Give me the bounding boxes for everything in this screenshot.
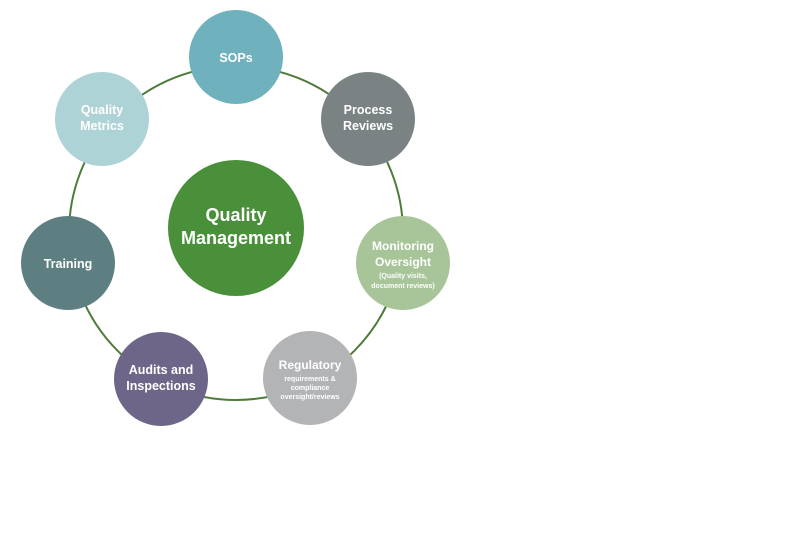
center-node: Quality Management [168, 160, 304, 296]
node-quality-metrics-label-line-2: Metrics [80, 119, 124, 133]
node-process-reviews-circle [321, 72, 415, 166]
node-process-reviews-label-line-1: Process [344, 103, 393, 117]
node-sops: SOPs [189, 10, 283, 104]
node-monitoring-oversight-label-line-2: Oversight [375, 255, 431, 269]
node-training: Training [21, 216, 115, 310]
node-process-reviews-label-line-2: Reviews [343, 119, 393, 133]
node-regulatory-label: Regulatory [279, 358, 342, 372]
node-regulatory-sub-line-2: compliance [291, 385, 330, 392]
node-quality-metrics: Quality Metrics [55, 72, 149, 166]
node-regulatory-sub-line-1: requirements & [284, 376, 335, 383]
node-quality-metrics-circle [55, 72, 149, 166]
node-training-circle [21, 216, 115, 310]
center-circle [168, 160, 304, 296]
node-sops-label: SOPs [219, 51, 252, 65]
node-audits-inspections-label-line-2: Inspections [126, 379, 196, 393]
node-audits-inspections-circle [114, 332, 208, 426]
node-sops-circle [189, 10, 283, 104]
node-monitoring-oversight-sub-line-1: (Quality visits, [379, 273, 427, 280]
center-label-line-1: Quality [205, 205, 266, 225]
node-monitoring-oversight-sub-line-2: document reviews) [371, 283, 434, 290]
node-monitoring-oversight: Monitoring Oversight (Quality visits, do… [356, 216, 450, 310]
node-monitoring-oversight-label-line-1: Monitoring [372, 239, 434, 253]
node-training-label: Training [44, 257, 93, 271]
center-label-line-2: Management [181, 228, 291, 248]
node-monitoring-oversight-circle [356, 216, 450, 310]
node-audits-inspections: Audits and Inspections [114, 332, 208, 426]
node-regulatory: Regulatory requirements & compliance ove… [263, 331, 357, 425]
node-quality-metrics-label-line-1: Quality [81, 103, 123, 117]
node-audits-inspections-label-line-1: Audits and [129, 363, 194, 377]
node-process-reviews: Process Reviews [321, 72, 415, 166]
node-regulatory-sub-line-3: oversight/reviews [280, 394, 339, 401]
node-regulatory-circle [263, 331, 357, 425]
